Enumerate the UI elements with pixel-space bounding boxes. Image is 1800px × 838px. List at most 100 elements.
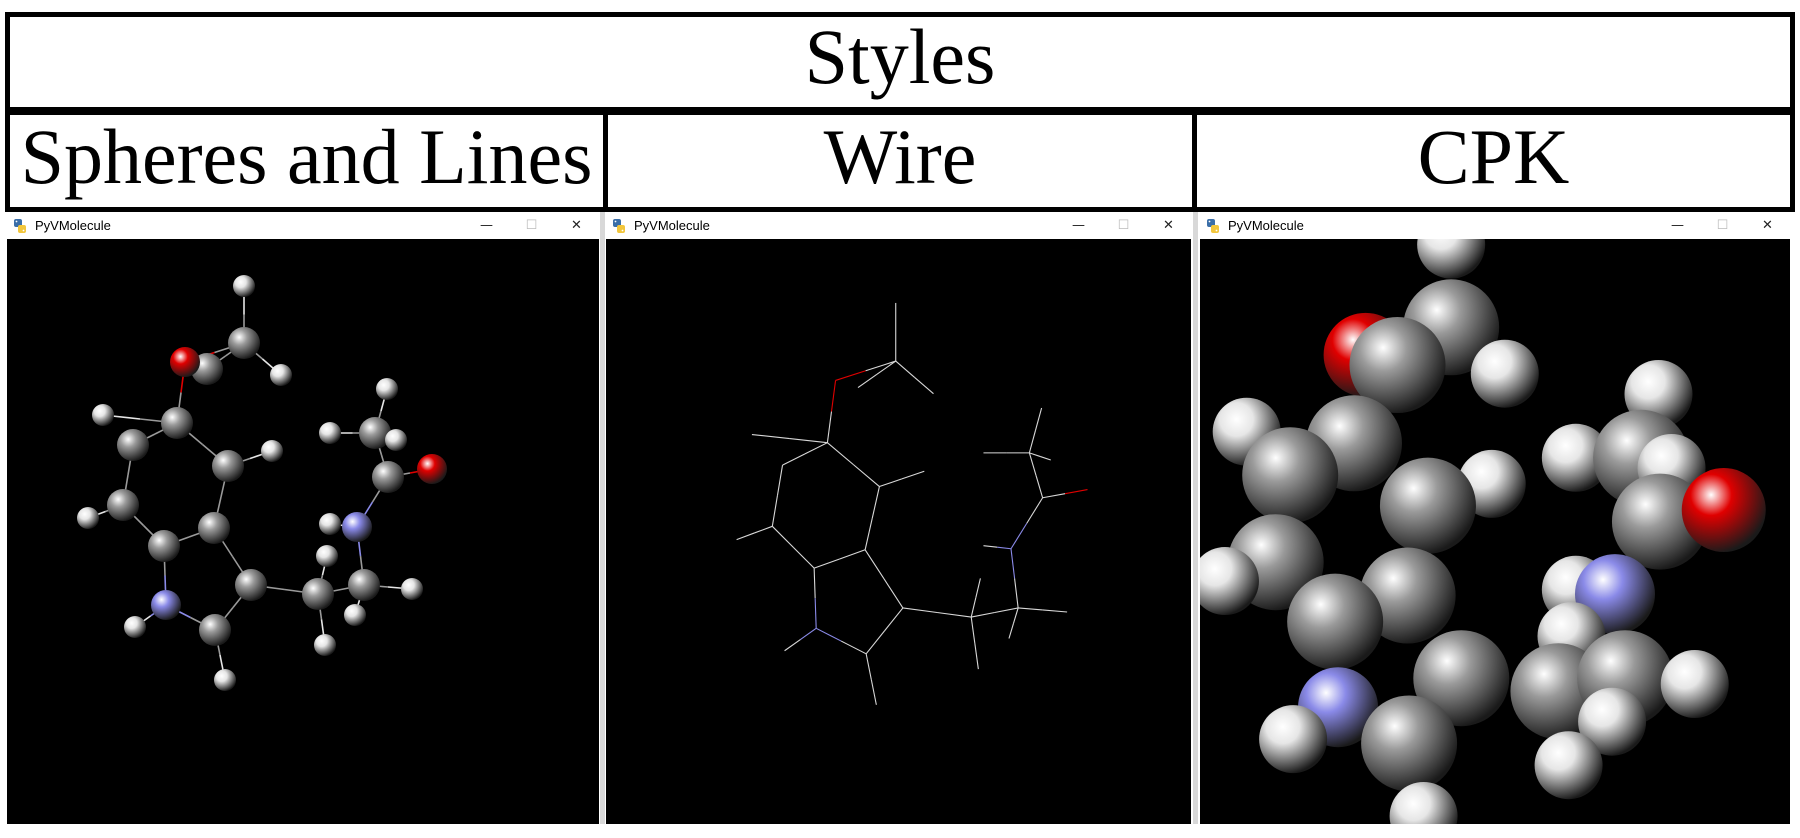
- hydrogen-atom: [1470, 339, 1539, 408]
- nitrogen-atom: [151, 590, 181, 620]
- hydrogen-atom: [1660, 650, 1729, 718]
- pyvmolecule-window-cpk: PyVMolecule — ☐ ✕: [1200, 212, 1790, 824]
- wire-bond: [1039, 455, 1051, 461]
- hydrogen-atom: [124, 616, 146, 638]
- oxygen-atom: [170, 347, 200, 377]
- wire-bond: [1018, 607, 1043, 611]
- wire-bond: [776, 465, 784, 496]
- wire-bond: [771, 525, 794, 548]
- wire-bond: [1026, 497, 1044, 524]
- hydrogen-atom: [344, 604, 366, 626]
- wire-bond: [1028, 430, 1037, 454]
- window-titlebar[interactable]: PyVMolecule — ☐ ✕: [606, 212, 1191, 239]
- carbon-atom: [359, 417, 391, 449]
- python-snake-icon: [613, 218, 625, 233]
- wire-bond: [997, 546, 1012, 550]
- carbon-atom: [117, 429, 149, 461]
- wire-bond: [865, 630, 885, 655]
- wire-bond: [853, 464, 880, 487]
- maximize-icon[interactable]: ☐: [525, 218, 538, 233]
- wire-bond: [1008, 623, 1015, 639]
- wire-bond: [902, 607, 938, 614]
- molecule-render-spheres-and-lines: [77, 275, 447, 691]
- wire-bond: [895, 360, 915, 378]
- carbon-atom: [1349, 317, 1446, 413]
- hydrogen-atom: [1417, 239, 1486, 279]
- window-separator: [600, 212, 605, 824]
- styles-title-cell: Styles: [5, 12, 1795, 112]
- wire-bond: [784, 639, 801, 652]
- wire-bond: [813, 558, 840, 569]
- wire-bond: [736, 532, 755, 541]
- maximize-icon[interactable]: ☐: [1117, 218, 1130, 233]
- header-label: Wire: [823, 113, 977, 200]
- wire-bond: [835, 370, 866, 381]
- hydrogen-atom: [1389, 781, 1458, 824]
- wire-bond: [914, 376, 934, 395]
- close-icon[interactable]: ✕: [1163, 218, 1174, 233]
- wire-bond: [839, 549, 866, 560]
- hydrogen-atom: [214, 669, 236, 691]
- close-icon[interactable]: ✕: [1762, 218, 1773, 233]
- carbon-atom: [148, 530, 180, 562]
- wire-bond: [1042, 493, 1066, 499]
- oxygen-atom: [417, 454, 447, 484]
- wire-bond: [830, 380, 837, 412]
- page-title: Styles: [804, 13, 996, 100]
- wire-bond: [876, 360, 897, 375]
- wire-bond: [1028, 452, 1037, 476]
- hydrogen-atom: [1200, 547, 1259, 616]
- wire-bond: [1029, 452, 1041, 457]
- wire-bond: [1010, 522, 1028, 550]
- carbon-atom: [212, 450, 244, 482]
- wire-bond: [771, 495, 778, 527]
- header-label: Spheres and Lines: [20, 113, 593, 200]
- minimize-icon[interactable]: —: [1072, 218, 1085, 233]
- hydrogen-atom: [376, 378, 398, 400]
- molecule-cpk-atoms: [1200, 239, 1766, 824]
- molecule-viewport[interactable]: [606, 239, 1191, 824]
- wire-bond: [840, 640, 867, 655]
- hydrogen-atom: [1534, 731, 1603, 800]
- carbon-atom: [1361, 695, 1458, 792]
- wire-bond: [870, 679, 877, 705]
- carbon-atom: [198, 512, 230, 544]
- hydrogen-atom: [385, 429, 407, 451]
- hydrogen-atom: [1259, 705, 1328, 774]
- wire-bond: [871, 486, 880, 519]
- wire-bond: [1010, 548, 1016, 579]
- wire-bond: [751, 433, 790, 440]
- window-titlebar[interactable]: PyVMolecule — ☐ ✕: [1200, 212, 1790, 239]
- wire-bond: [792, 546, 815, 569]
- molecule-viewport[interactable]: [7, 239, 599, 824]
- wire-bond: [936, 611, 972, 618]
- carbon-atom: [302, 578, 334, 610]
- wire-bond: [814, 598, 817, 629]
- minimize-icon[interactable]: —: [1671, 218, 1684, 233]
- wire-bond: [864, 518, 873, 550]
- wire-bond: [901, 470, 925, 480]
- minimize-icon[interactable]: —: [480, 218, 493, 233]
- wire-bond: [804, 442, 828, 455]
- molecule-render-cpk: [1200, 239, 1766, 824]
- carbon-atom: [1242, 427, 1339, 524]
- maximize-icon[interactable]: ☐: [1716, 218, 1729, 233]
- carbon-atom: [228, 327, 260, 359]
- wire-bond: [827, 442, 854, 466]
- molecule-viewport[interactable]: [1200, 239, 1790, 824]
- wire-bond: [879, 478, 903, 488]
- hydrogen-atom: [401, 578, 423, 600]
- window-title: PyVMolecule: [1228, 218, 1304, 233]
- wire-bond: [1014, 578, 1019, 608]
- wire-bond: [800, 627, 817, 640]
- wire-bond: [864, 549, 885, 580]
- wire-bond: [1013, 607, 1019, 624]
- molecule-atoms: [77, 275, 447, 691]
- window-titlebar[interactable]: PyVMolecule — ☐ ✕: [7, 212, 599, 239]
- wire-bond: [865, 653, 872, 680]
- carbon-atom: [235, 569, 267, 601]
- wire-bond: [1064, 489, 1088, 495]
- wire-bond: [975, 578, 981, 598]
- close-icon[interactable]: ✕: [571, 218, 582, 233]
- wire-bond: [994, 607, 1019, 614]
